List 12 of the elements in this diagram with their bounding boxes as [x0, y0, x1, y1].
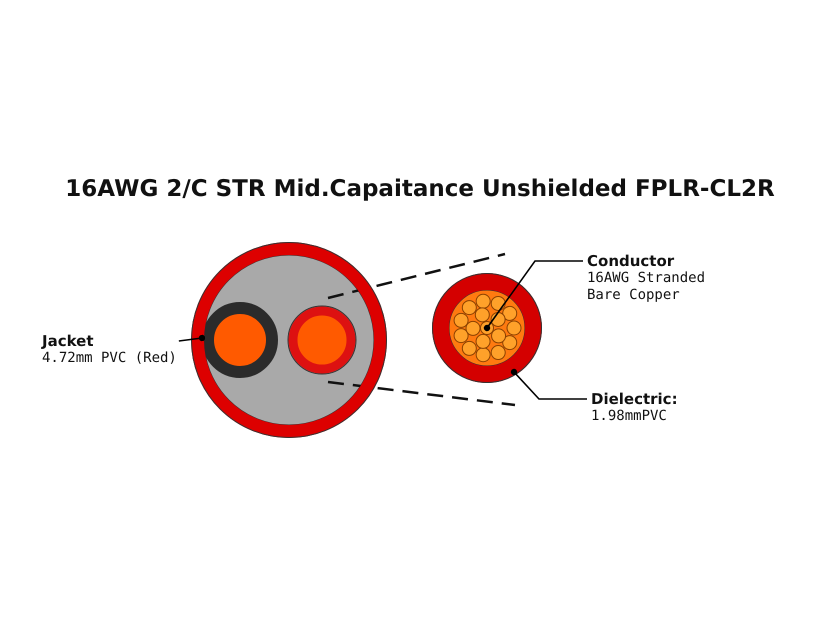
leader-line [510, 368, 587, 400]
label-heading: Dielectric: [591, 391, 679, 408]
leader-line [178, 334, 206, 342]
label-description: 4.72mm PVC (Red) [42, 350, 177, 367]
label-heading: Conductor [587, 253, 676, 270]
insulation-ring [432, 273, 542, 383]
label-heading: Jacket [42, 333, 95, 350]
label-description: 1.98mmPVC [591, 408, 668, 425]
leader-line [484, 260, 583, 332]
insulation-ring [191, 242, 387, 438]
label-description: 16AWG Stranded Bare Copper [587, 270, 706, 304]
title: 16AWG 2/C STR Mid.Capaitance Unshielded FPLR-CL2R [64, 176, 776, 202]
